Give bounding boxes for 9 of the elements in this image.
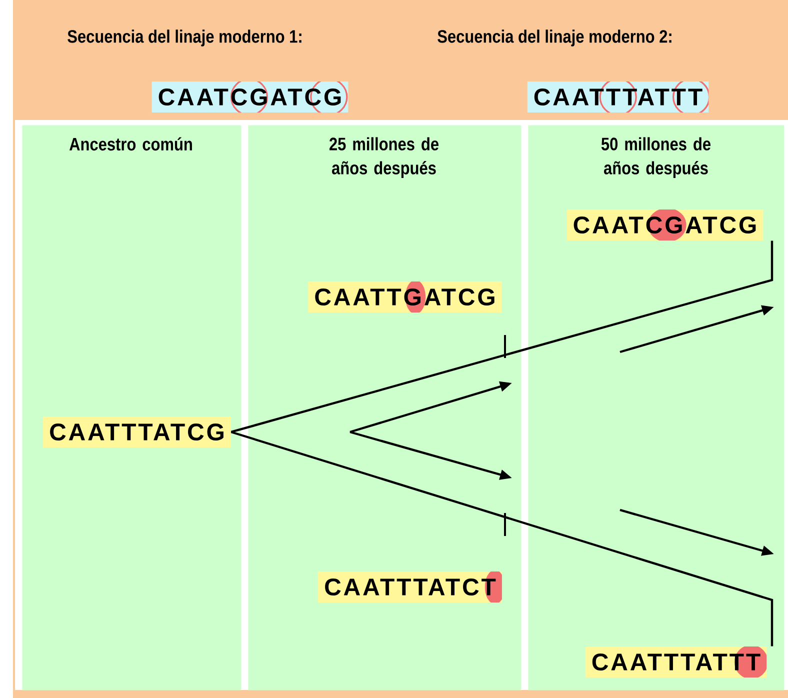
heading: Secuencia del linaje moderno 1:	[68, 30, 302, 46]
heading: Secuencia del linaje moderno 2:	[438, 30, 672, 46]
sequence-box: CAATTTATCT	[318, 572, 502, 602]
sequence-box: CAATTTATTT	[585, 646, 767, 678]
branch-line	[230, 240, 774, 434]
sequence-box: CAATTTATCG	[43, 416, 231, 448]
sequence-box: CAATTGATCG	[308, 282, 502, 312]
branch-line	[230, 430, 774, 646]
sequence-box: CAATCGATCG	[566, 210, 764, 240]
